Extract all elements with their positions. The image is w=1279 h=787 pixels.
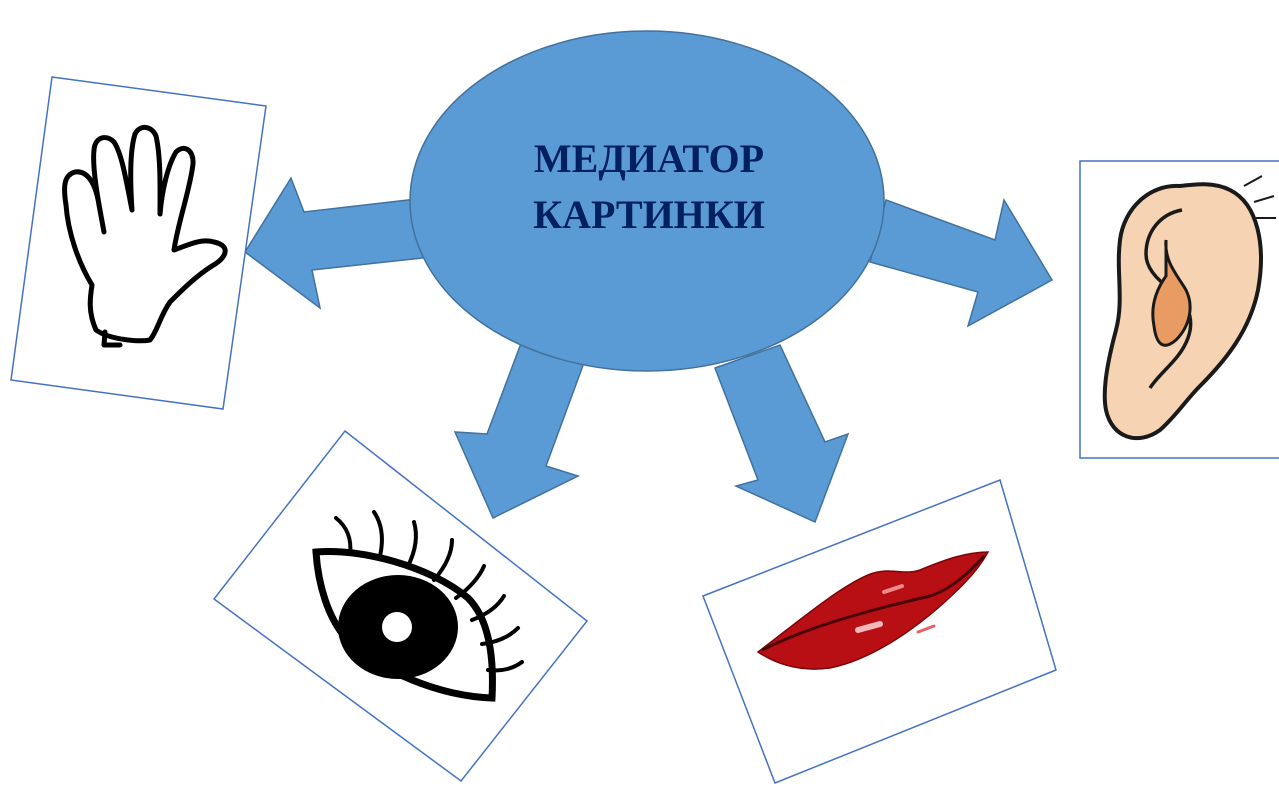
arrow-to-eye [455, 338, 585, 518]
center-title-line2: КАРТИНКИ [533, 192, 765, 237]
center-title-line1: МЕДИАТОР [534, 136, 764, 181]
arrow-to-ear [870, 200, 1052, 326]
lips-card [703, 480, 1056, 783]
arrow-to-lips [715, 345, 848, 522]
ear-card [1080, 161, 1279, 458]
arrow-to-hand [245, 178, 432, 308]
hand-card [11, 77, 266, 409]
